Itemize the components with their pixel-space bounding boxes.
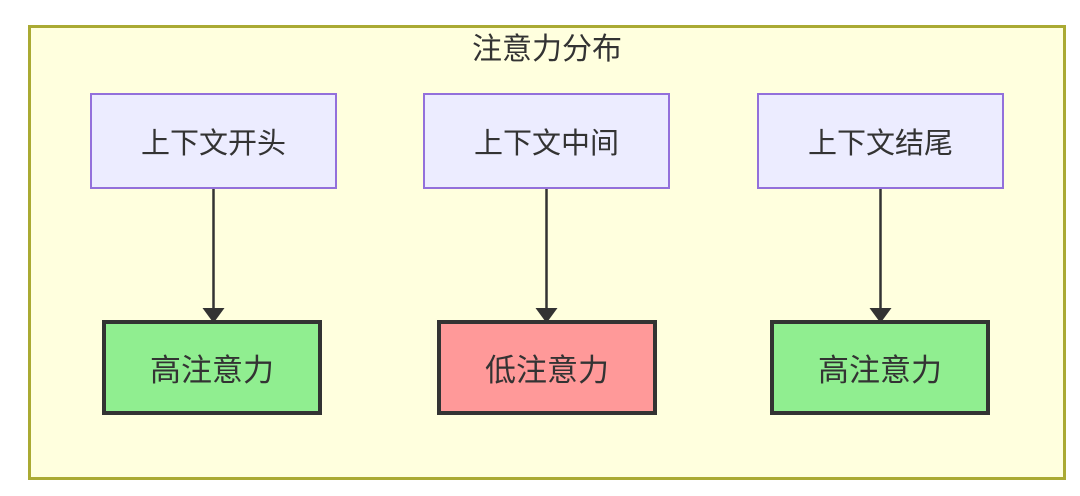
arrow-beginning-to-high: [202, 189, 225, 323]
node-low-attention-label: 低注意力: [485, 353, 609, 388]
node-low-attention: 低注意力: [437, 320, 657, 415]
node-context-middle-label: 上下文中间: [473, 128, 619, 160]
node-high-attention-right-label: 高注意力: [818, 353, 942, 388]
node-high-attention-left-label: 高注意力: [150, 353, 274, 388]
node-context-middle: 上下文中间: [423, 93, 670, 189]
node-high-attention-right: 高注意力: [770, 320, 990, 415]
arrow-end-to-high: [869, 189, 892, 323]
attention-distribution-cluster: 注意力分布 上下文开头 上下文中间 上下文结尾 高注意力 低注意力 高注意力: [28, 25, 1066, 480]
node-context-end-label: 上下文结尾: [807, 128, 953, 160]
node-context-beginning-label: 上下文开头: [140, 128, 286, 160]
node-high-attention-left: 高注意力: [102, 320, 322, 415]
diagram-title: 注意力分布: [472, 33, 622, 66]
node-context-end: 上下文结尾: [757, 93, 1004, 189]
arrow-middle-to-low: [535, 189, 558, 323]
node-context-beginning: 上下文开头: [90, 93, 337, 189]
